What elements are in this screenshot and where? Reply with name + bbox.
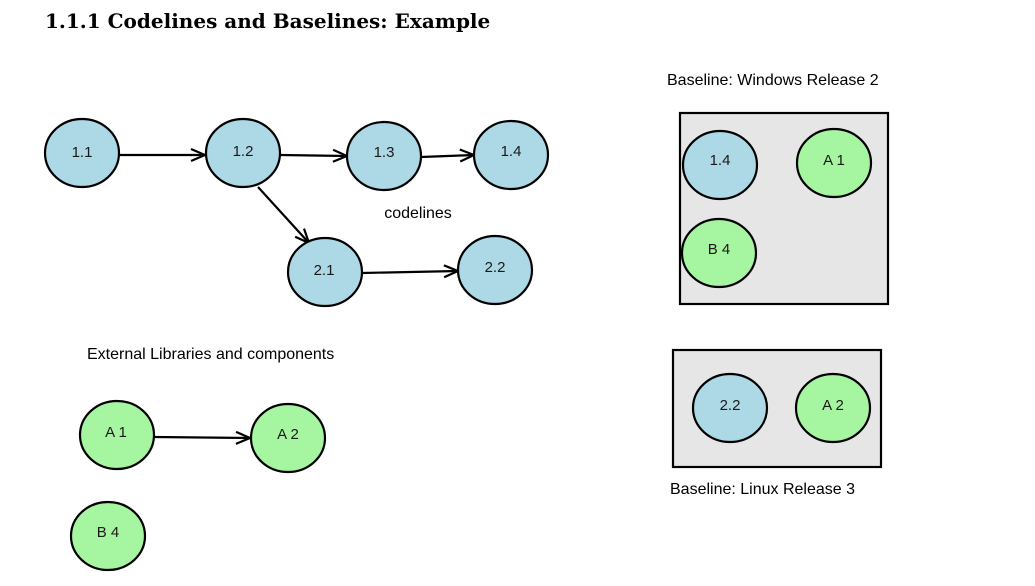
node-1-3-label: 1.3	[374, 144, 395, 161]
edge-1-2-to-2-1	[257, 186, 309, 243]
library-node-b4: B 4	[69, 500, 147, 572]
library-node-a2: A 2	[249, 402, 327, 474]
edge-a1-to-a2	[154, 437, 250, 438]
baseline-windows-node-b4: B 4	[680, 217, 758, 289]
node-1-4-label: 1.4	[501, 143, 522, 160]
node-1-4: 1.4	[472, 119, 550, 191]
node-1-3: 1.3	[345, 120, 423, 192]
edge-1-2-to-1-3	[280, 155, 347, 156]
baseline-windows-node-1-4-label: 1.4	[710, 152, 731, 169]
library-node-b4-label: B 4	[97, 524, 120, 541]
baseline-windows-box: 1.4 A 1 B 4	[678, 111, 890, 306]
baseline-linux-node-a2: A 2	[794, 372, 872, 444]
baseline-windows-node-a1-label: A 1	[823, 152, 845, 169]
library-node-a1-label: A 1	[105, 424, 127, 441]
baseline-linux-node-2-2: 2.2	[691, 372, 769, 444]
baseline-linux-box: 2.2 A 2	[671, 348, 883, 469]
node-1-2: 1.2	[204, 117, 282, 189]
baseline-windows-node-1-4: 1.4	[681, 129, 759, 201]
codelines-caption: codelines	[384, 205, 452, 222]
library-node-a2-label: A 2	[277, 426, 299, 443]
baseline-linux-caption: Baseline: Linux Release 3	[670, 481, 855, 498]
node-2-1: 2.1	[286, 236, 364, 308]
node-2-2-label: 2.2	[485, 259, 506, 276]
external-libraries-caption: External Libraries and components	[87, 346, 334, 363]
baseline-windows-node-a1: A 1	[795, 127, 873, 199]
baseline-windows-caption: Baseline: Windows Release 2	[667, 72, 879, 89]
baseline-linux-node-2-2-label: 2.2	[720, 397, 741, 414]
library-node-a1: A 1	[78, 399, 156, 471]
edge-1-3-to-1-4	[420, 155, 474, 157]
page-title: 1.1.1 Codelines and Baselines: Example	[45, 9, 491, 33]
baseline-windows-node-b4-label: B 4	[708, 241, 731, 258]
node-1-1: 1.1	[43, 117, 121, 189]
edge-2-1-to-2-2	[361, 271, 458, 273]
node-1-2-label: 1.2	[233, 143, 254, 160]
baseline-linux-node-a2-label: A 2	[822, 397, 844, 414]
node-2-2: 2.2	[456, 234, 534, 306]
node-1-1-label: 1.1	[72, 144, 93, 161]
node-2-1-label: 2.1	[314, 262, 335, 279]
